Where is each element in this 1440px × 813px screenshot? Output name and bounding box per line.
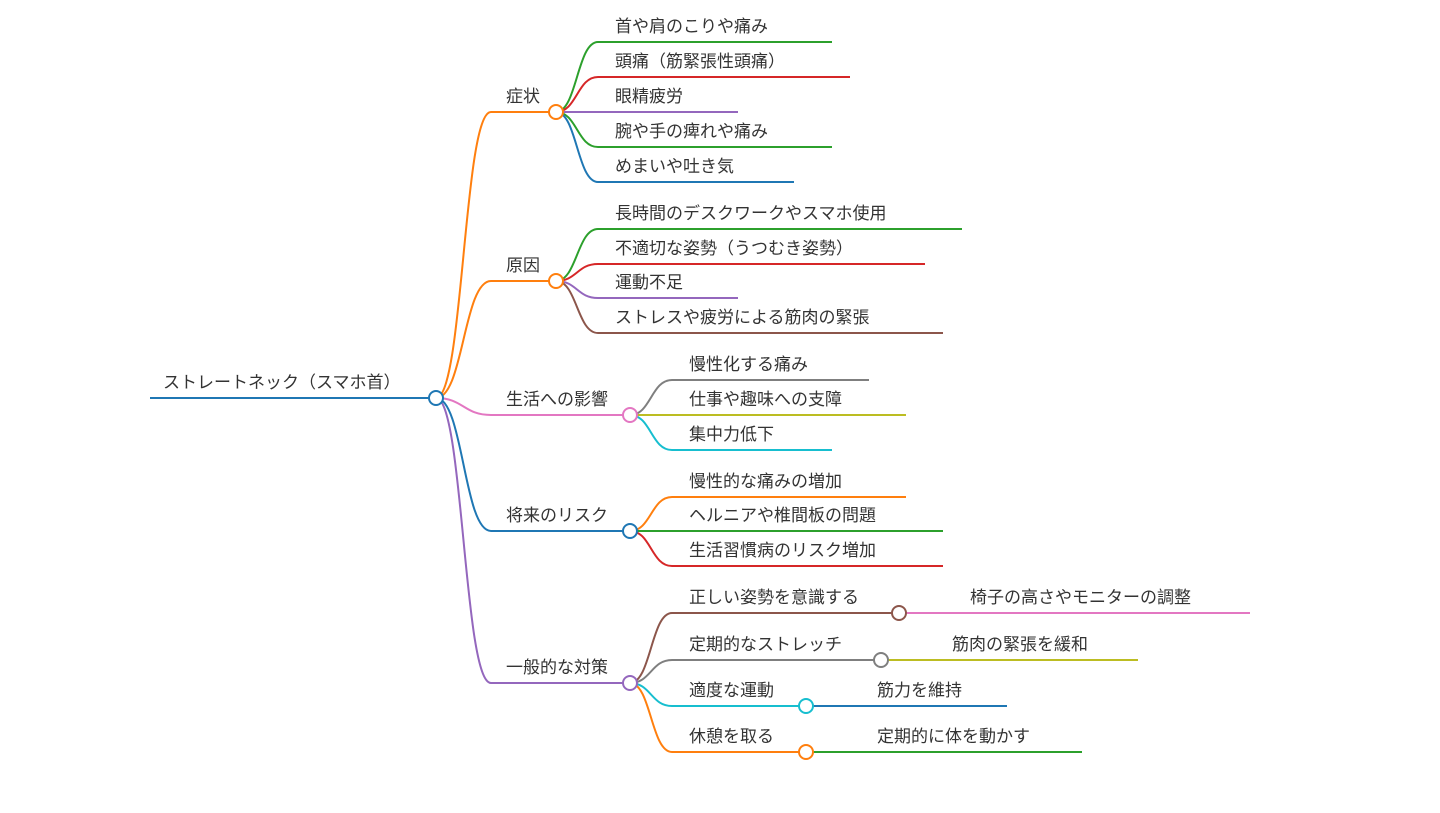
branch-node-circle[interactable] (548, 104, 564, 120)
leaf-connector (629, 496, 673, 532)
leaf-label[interactable]: 腕や手の痺れや痛み (615, 122, 768, 142)
branch-label[interactable]: 一般的な対策 (506, 658, 608, 678)
leaf-label[interactable]: 休憩を取る (689, 727, 774, 747)
leaf-label[interactable]: 適度な運動 (689, 681, 774, 701)
leaf-label[interactable]: 長時間のデスクワークやスマホ使用 (615, 203, 887, 224)
subleaf-label[interactable]: 椅子の高さやモニターの調整 (970, 588, 1191, 608)
leaf-label[interactable]: ストレスや疲労による筋肉の緊張 (615, 308, 870, 328)
branch-connector (435, 397, 492, 532)
leaf-label[interactable]: 生活習慣病のリスク増加 (689, 541, 876, 561)
leaf-label[interactable]: 首や肩のこりや痛み (615, 17, 768, 37)
leaf-connector (629, 414, 673, 451)
branch-connector (435, 397, 492, 684)
branch-label[interactable]: 症状 (506, 87, 540, 107)
leaf-label[interactable]: 定期的なストレッチ (689, 635, 842, 655)
branch-node-circle[interactable] (622, 675, 638, 691)
branch-label[interactable]: 将来のリスク (506, 506, 608, 526)
leaf-connector (555, 41, 599, 113)
leaf-label[interactable]: 不適切な姿勢（うつむき姿勢） (615, 239, 853, 259)
leaf-label[interactable]: めまいや吐き気 (615, 157, 734, 177)
leaf-label[interactable]: 運動不足 (615, 273, 683, 293)
leaf-label[interactable]: 慢性化する痛み (689, 354, 808, 375)
leaf-connector (555, 111, 599, 183)
leaf-node-circle[interactable] (798, 698, 814, 714)
branch-node-circle[interactable] (548, 273, 564, 289)
leaf-label[interactable]: 眼精疲労 (615, 87, 683, 107)
leaf-label[interactable]: 頭痛（筋緊張性頭痛） (615, 52, 785, 72)
branch-node-circle[interactable] (622, 407, 638, 423)
subleaf-label[interactable]: 筋肉の緊張を緩和 (952, 635, 1088, 655)
leaf-label[interactable]: ヘルニアや椎間板の問題 (689, 506, 876, 526)
leaf-label[interactable]: 仕事や趣味への支障 (689, 390, 842, 410)
leaf-node-circle[interactable] (798, 744, 814, 760)
leaf-connector (629, 530, 673, 567)
root-node-label[interactable]: ストレートネック（スマホ首） (163, 373, 401, 393)
leaf-connector (555, 76, 599, 113)
leaf-label[interactable]: 正しい姿勢を意識する (689, 588, 859, 608)
leaf-connector (629, 379, 673, 416)
branch-connector (435, 111, 492, 399)
branch-label[interactable]: 生活への影響 (506, 390, 608, 410)
branch-label[interactable]: 原因 (506, 256, 540, 276)
branch-node-circle[interactable] (622, 523, 638, 539)
leaf-connector (555, 111, 599, 148)
subleaf-label[interactable]: 筋力を維持 (877, 681, 962, 701)
leaf-label[interactable]: 集中力低下 (689, 425, 774, 445)
subleaf-label[interactable]: 定期的に体を動かす (877, 727, 1030, 747)
branch-connector (435, 280, 492, 399)
root-node-circle[interactable] (428, 390, 444, 406)
leaf-node-circle[interactable] (873, 652, 889, 668)
leaf-label[interactable]: 慢性的な痛みの増加 (689, 471, 842, 492)
leaf-node-circle[interactable] (891, 605, 907, 621)
